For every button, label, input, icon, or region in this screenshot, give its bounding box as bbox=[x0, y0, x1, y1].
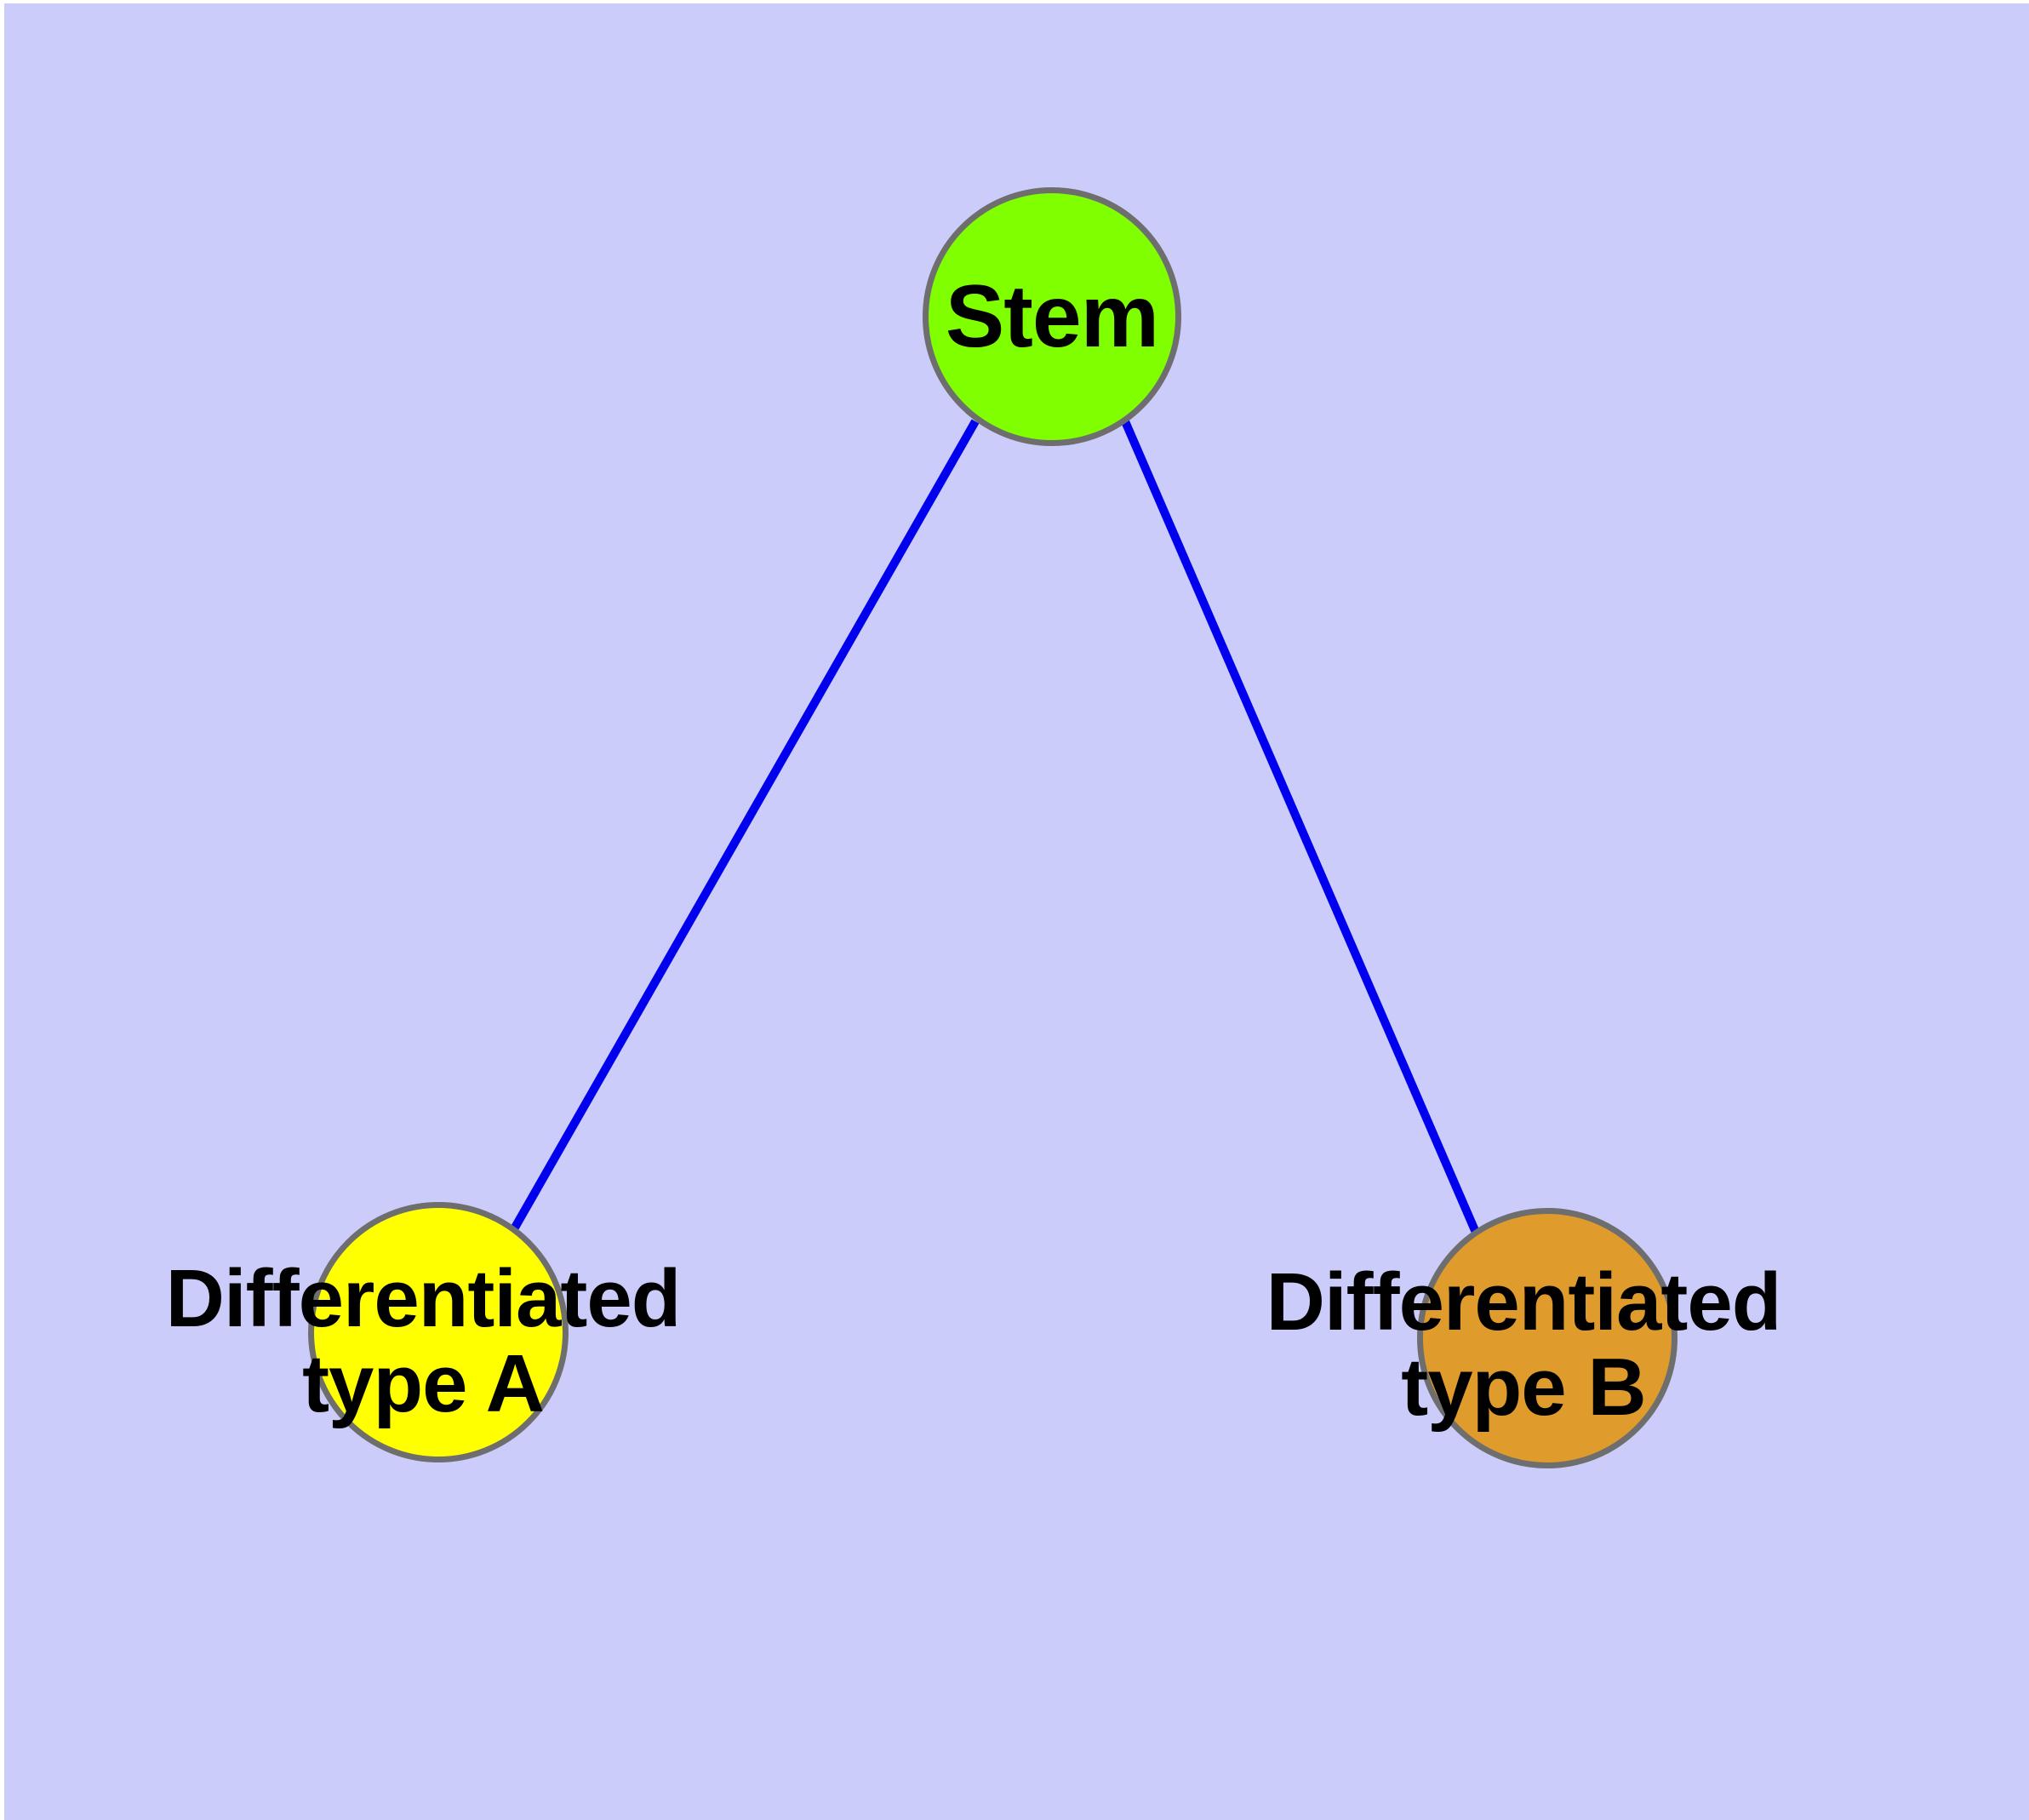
edge-stem-to-differentiated-type-a[interactable] bbox=[511, 419, 980, 1230]
edges-layer bbox=[511, 419, 1481, 1236]
node-differentiated-type-a[interactable] bbox=[308, 1202, 569, 1462]
node-differentiated-type-b[interactable] bbox=[1417, 1208, 1677, 1468]
nodes-layer bbox=[308, 187, 1677, 1468]
node-stem[interactable] bbox=[923, 187, 1181, 446]
edge-stem-to-differentiated-type-b[interactable] bbox=[1121, 420, 1481, 1236]
